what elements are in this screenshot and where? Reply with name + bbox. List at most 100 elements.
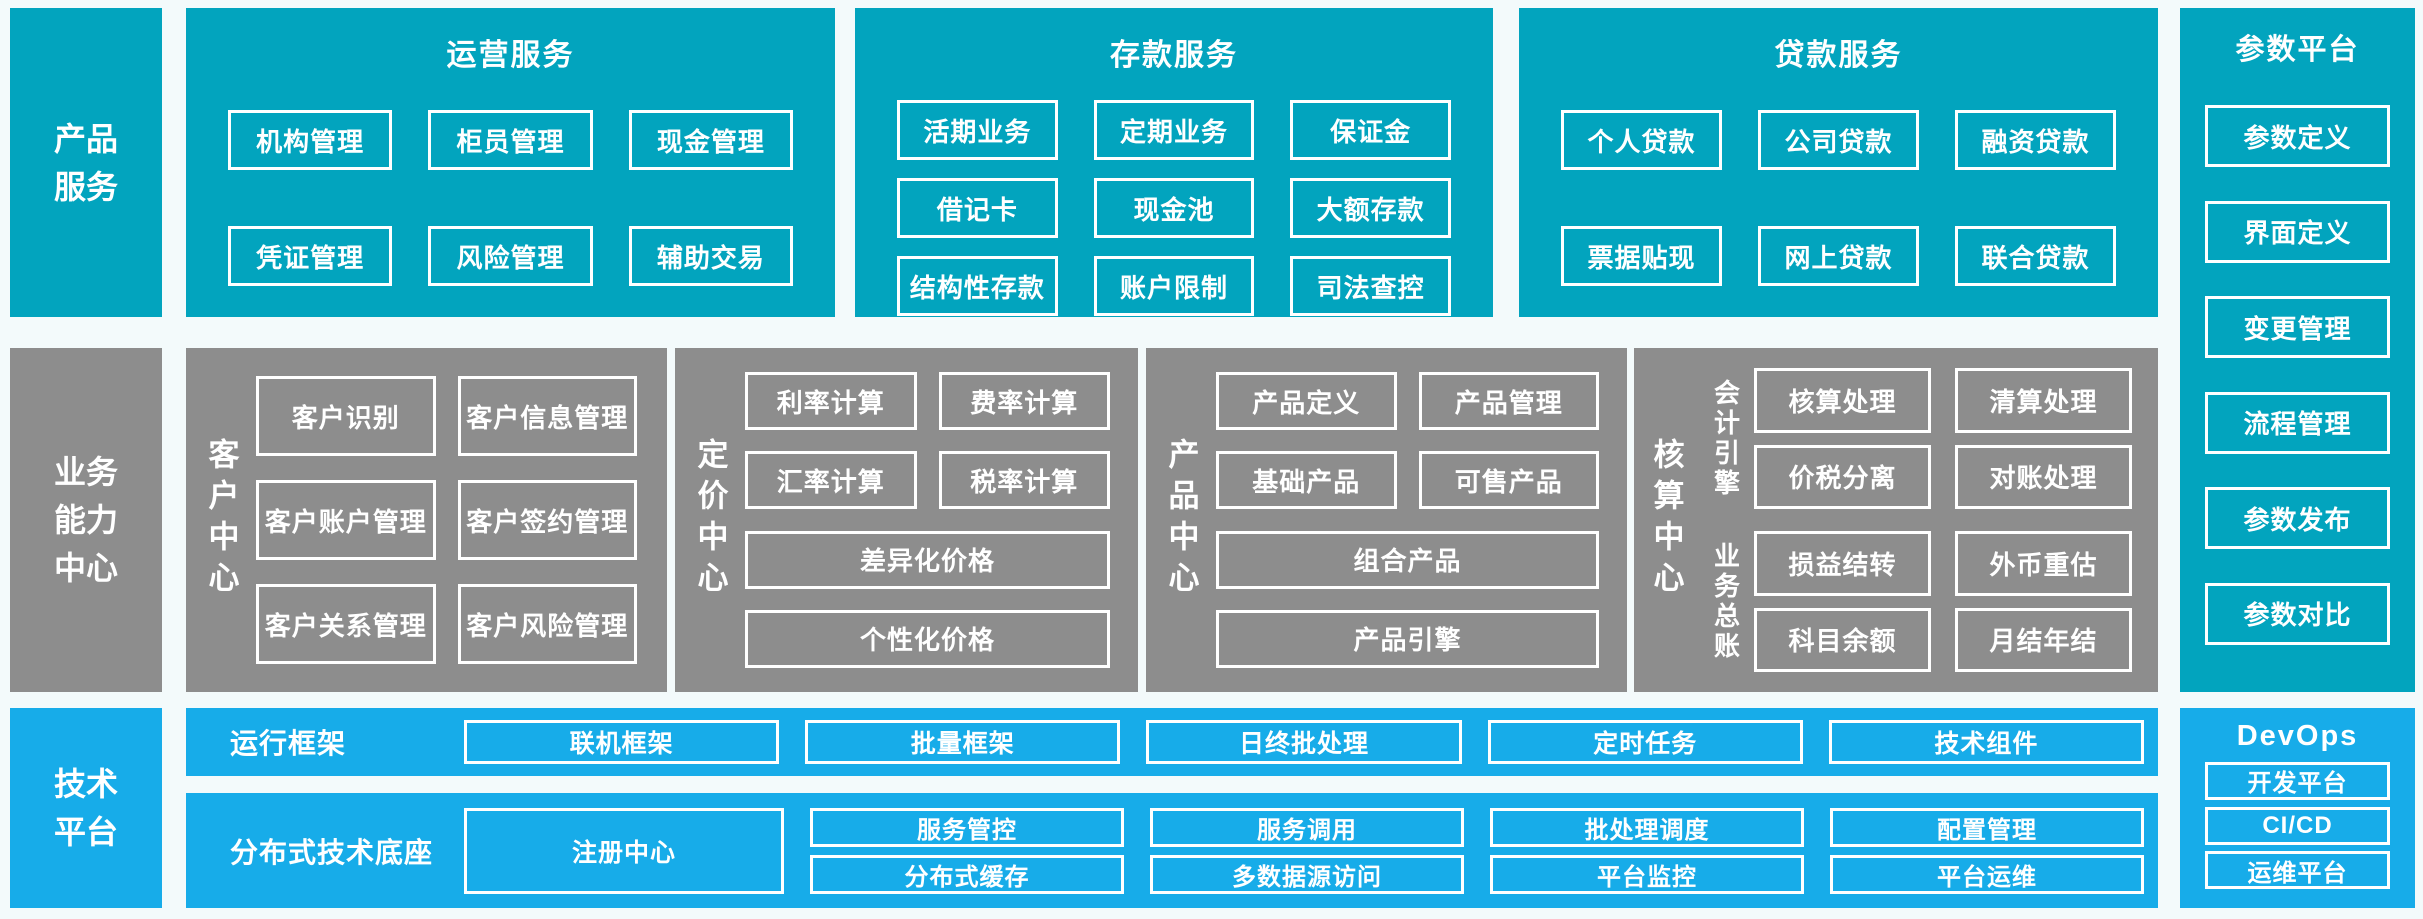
capability-box: 科目余额	[1754, 607, 1931, 672]
tech-box: 定时任务	[1487, 720, 1803, 764]
service-box: 司法查控	[1290, 256, 1451, 316]
pricing-center-panel: 定价中心 利率计算 费率计算 汇率计算 税率计算 差异化价格 个性化价格	[675, 348, 1138, 692]
devops-panel: DevOps 开发平台 CI/CD 运维平台	[2180, 708, 2415, 908]
capability-box: 价税分离	[1754, 444, 1931, 509]
service-box: 柜员管理	[428, 110, 593, 170]
parameter-platform-title: 参数平台	[2235, 34, 2360, 66]
distributed-base-label: 分布式技术底座	[230, 836, 434, 868]
service-box: 凭证管理	[228, 226, 393, 286]
capability-box: 可售产品	[1418, 451, 1599, 510]
capability-box: 产品定义	[1216, 372, 1397, 430]
capability-box: 外币重估	[1955, 531, 2132, 596]
capability-box: 税率计算	[938, 451, 1110, 510]
capability-box: 客户签约管理	[457, 480, 637, 560]
tech-box: 服务管控	[810, 807, 1124, 847]
service-box: 大额存款	[1290, 178, 1451, 238]
service-box: 票据贴现	[1561, 226, 1722, 286]
service-box: 网上贷款	[1758, 226, 1919, 286]
rail-product-services: 产品 服务	[10, 8, 162, 317]
capability-box: 月结年结	[1955, 607, 2132, 672]
distributed-base-bar: 分布式技术底座 注册中心 服务管控 分布式缓存 服务调用 多数据源访问 批处理调…	[186, 793, 2158, 908]
capability-box: 差异化价格	[745, 530, 1110, 589]
business-ledger-label: 业务总账	[1710, 541, 1741, 662]
capability-box: 核算处理	[1754, 368, 1931, 433]
service-box: 界面定义	[2205, 200, 2390, 263]
tech-column: 服务管控 分布式缓存	[810, 807, 1124, 894]
run-framework-label: 运行框架	[230, 728, 347, 759]
devops-title: DevOps	[2236, 720, 2359, 752]
capability-box: 对账处理	[1955, 444, 2132, 509]
service-box: 辅助交易	[628, 226, 793, 286]
customer-center-panel: 客户中心 客户识别 客户信息管理 客户账户管理 客户签约管理 客户关系管理 客户…	[186, 348, 667, 692]
accounting-engine-grid: 核算处理 清算处理 价税分离 对账处理	[1754, 368, 2132, 509]
tech-box: 服务调用	[1150, 807, 1464, 847]
tech-box: CI/CD	[2205, 806, 2390, 845]
tech-box: 平台监控	[1490, 854, 1804, 894]
customer-center-label: 客户中心	[203, 438, 239, 602]
accounting-engine-label: 会计引擎	[1710, 378, 1741, 499]
devops-list: 开发平台 CI/CD 运维平台	[2180, 753, 2415, 908]
tech-box: 配置管理	[1830, 807, 2144, 847]
rail-business-capability: 业务 能力 中心	[10, 348, 162, 692]
tech-column: 批处理调度 平台监控	[1490, 807, 1804, 894]
accounting-center-label: 核算中心	[1648, 438, 1684, 602]
capability-box: 客户关系管理	[256, 584, 436, 664]
product-center-grid: 产品定义 产品管理 基础产品 可售产品 组合产品 产品引擎	[1216, 348, 1627, 692]
loan-services-grid: 个人贷款 公司贷款 融资贷款 票据贴现 网上贷款 联合贷款	[1519, 74, 2158, 286]
tech-column: 服务调用 多数据源访问	[1150, 807, 1464, 894]
loan-services-panel: 贷款服务 个人贷款 公司贷款 融资贷款 票据贴现 网上贷款 联合贷款	[1519, 8, 2158, 317]
tech-box: 注册中心	[464, 807, 784, 894]
capability-box: 产品管理	[1418, 372, 1599, 430]
deposit-services-title: 存款服务	[1110, 39, 1238, 72]
service-box: 融资贷款	[1955, 110, 2116, 170]
capability-box: 基础产品	[1216, 451, 1397, 510]
capability-box: 损益结转	[1754, 531, 1931, 596]
business-ledger-grid: 损益结转 外币重估 科目余额 月结年结	[1754, 531, 2132, 672]
customer-center-grid: 客户识别 客户信息管理 客户账户管理 客户签约管理 客户关系管理 客户风险管理	[256, 348, 667, 692]
service-box: 保证金	[1290, 100, 1451, 160]
product-center-label: 产品中心	[1163, 438, 1199, 602]
capability-box: 客户账户管理	[256, 480, 436, 560]
service-box: 定期业务	[1093, 100, 1255, 160]
tech-box: 技术组件	[1828, 720, 2145, 764]
accounting-center-panel: 核算中心 会计引擎 核算处理 清算处理 价税分离 对账处理 业务总账 损益结转 …	[1634, 348, 2158, 692]
capability-box: 产品引擎	[1216, 609, 1599, 668]
capability-box: 汇率计算	[745, 451, 917, 510]
service-box: 流程管理	[2205, 391, 2390, 454]
service-box: 机构管理	[228, 110, 393, 170]
service-box: 联合贷款	[1955, 226, 2116, 286]
capability-box: 客户风险管理	[457, 584, 637, 664]
tech-box: 批量框架	[805, 720, 1121, 764]
deposit-services-grid: 活期业务 定期业务 保证金 借记卡 现金池 大额存款 结构性存款 账户限制 司法…	[855, 74, 1493, 316]
operation-services-title: 运营服务	[446, 39, 575, 72]
tech-box: 开发平台	[2205, 761, 2390, 800]
service-box: 活期业务	[897, 100, 1058, 160]
service-box: 参数对比	[2205, 582, 2390, 645]
tech-box: 分布式缓存	[810, 854, 1124, 894]
capability-box: 个性化价格	[745, 609, 1110, 668]
operation-services-grid: 机构管理 柜员管理 现金管理 凭证管理 风险管理 辅助交易	[186, 74, 835, 286]
accounting-engine-group: 会计引擎 核算处理 清算处理 价税分离 对账处理	[1698, 368, 2132, 509]
capability-box: 清算处理	[1955, 368, 2132, 433]
pricing-center-grid: 利率计算 费率计算 汇率计算 税率计算 差异化价格 个性化价格	[745, 348, 1138, 692]
tech-box: 运维平台	[2205, 851, 2390, 890]
service-box: 参数发布	[2205, 487, 2390, 550]
capability-box: 客户信息管理	[457, 376, 637, 456]
capability-box: 费率计算	[938, 372, 1110, 430]
service-box: 账户限制	[1093, 256, 1255, 316]
deposit-services-panel: 存款服务 活期业务 定期业务 保证金 借记卡 现金池 大额存款 结构性存款 账户…	[855, 8, 1493, 317]
tech-box: 多数据源访问	[1150, 854, 1464, 894]
service-box: 现金池	[1093, 178, 1255, 238]
tech-box: 批处理调度	[1490, 807, 1804, 847]
parameter-platform-list: 参数定义 界面定义 变更管理 流程管理 参数发布 参数对比	[2180, 68, 2415, 692]
service-box: 风险管理	[428, 226, 593, 286]
parameter-platform-panel: 参数平台 参数定义 界面定义 变更管理 流程管理 参数发布 参数对比	[2180, 8, 2415, 692]
rail-tech-platform: 技术 平台	[10, 708, 162, 908]
tech-column: 配置管理 平台运维	[1830, 807, 2144, 894]
operation-services-panel: 运营服务 机构管理 柜员管理 现金管理 凭证管理 风险管理 辅助交易	[186, 8, 835, 317]
service-box: 借记卡	[897, 178, 1058, 238]
product-center-panel: 产品中心 产品定义 产品管理 基础产品 可售产品 组合产品 产品引擎	[1146, 348, 1627, 692]
capability-box: 客户识别	[256, 376, 436, 456]
tech-box: 日终批处理	[1146, 720, 1462, 764]
service-box: 参数定义	[2205, 105, 2390, 168]
